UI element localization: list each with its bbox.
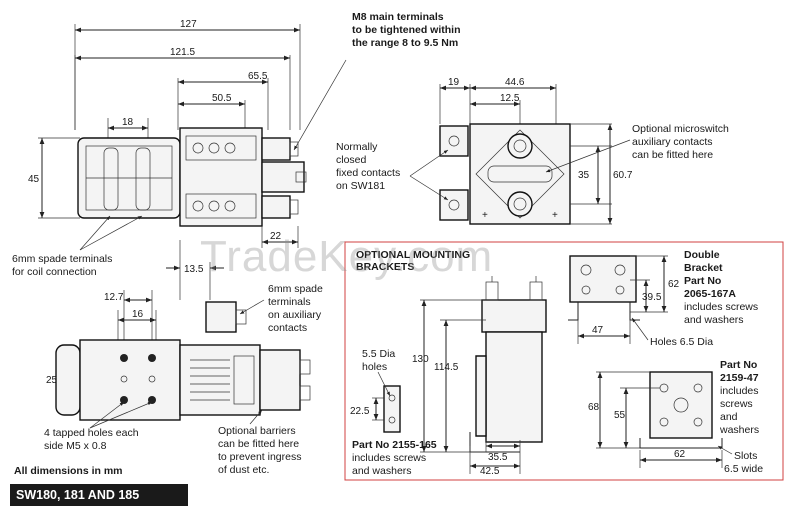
tapped-note-1: 4 tapped holes each	[44, 427, 139, 439]
dim-55: 55	[614, 410, 626, 421]
dim-42-5: 42.5	[480, 466, 500, 477]
barrier-note-3: to prevent ingress	[218, 451, 301, 463]
dim-12-7: 12.7	[104, 292, 124, 303]
plan-contact-body	[179, 344, 261, 416]
bracket-contactor-body	[485, 331, 543, 443]
side-view: 127 121.5 65.5 50.5 18 45 M8	[12, 11, 461, 278]
dim-35: 35	[578, 170, 590, 181]
coil-note-2: for coil connection	[12, 266, 97, 278]
slots-note-1: Slots	[734, 450, 757, 462]
p2155-note-1: Part No 2155-165	[352, 439, 437, 451]
dim-127: 127	[180, 19, 197, 30]
m8-note-1: M8 main terminals	[352, 11, 444, 23]
m8-note-2: to be tightened within	[352, 24, 461, 36]
dim-62b: 62	[674, 449, 686, 460]
dim-121-5: 121.5	[170, 47, 195, 58]
aux-contact-top	[439, 125, 469, 157]
dim-130: 130	[412, 354, 429, 365]
dim-35-5: 35.5	[488, 452, 508, 463]
plan-view: 13.5 12.7 16 25.4 6mm spade terminal	[14, 240, 323, 477]
p2159-note-3: includes	[720, 385, 759, 397]
contact-block	[179, 127, 263, 227]
double-note-4: 2065-167A	[684, 288, 736, 300]
plan-coil-body	[79, 339, 181, 421]
dim-19: 19	[448, 77, 460, 88]
aux-note-2: terminals	[268, 296, 311, 308]
p2155-note-2: includes screws	[352, 452, 426, 464]
brackets-panel: OPTIONAL MOUNTING BRACKETS 130 114.5 35.…	[344, 241, 784, 481]
tapped-note-2: side M5 x 0.8	[44, 440, 107, 452]
dim-47: 47	[592, 325, 604, 336]
dim-114-5: 114.5	[434, 362, 459, 373]
nc-note-3: fixed contacts	[336, 167, 400, 179]
aux-note-4: contacts	[268, 322, 307, 334]
model-title: SW180, 181 AND 185	[10, 484, 188, 506]
holes65-note: Holes 6.5 Dia	[650, 336, 713, 348]
p2159-note-5: and	[720, 411, 738, 423]
barrier-note-1: Optional barriers	[218, 425, 296, 437]
spade-aux	[261, 161, 305, 193]
main-terminal-bottom	[261, 195, 291, 219]
dim-60-7: 60.7	[613, 170, 633, 181]
dim-44-6: 44.6	[505, 77, 525, 88]
aux-contact-bottom	[439, 189, 469, 221]
plan-coil-end	[55, 344, 81, 416]
dim-45: 45	[28, 174, 40, 185]
double-note-5: includes screws	[684, 301, 758, 313]
brackets-border	[344, 241, 784, 481]
barrier-note-2: can be fitted here	[218, 438, 299, 450]
dim-39-5: 39.5	[642, 292, 662, 303]
plan-aux-spade	[205, 301, 237, 333]
p2159-note-6: washers	[719, 424, 759, 436]
double-note-3: Part No	[684, 275, 721, 287]
p2159-note-4: screws	[720, 398, 753, 410]
p2155-note-3: and washers	[352, 465, 412, 477]
dim-62: 62	[668, 279, 680, 290]
coil-note-1: 6mm spade terminals	[12, 253, 112, 265]
slots-note-2: 6.5 wide	[724, 463, 763, 475]
double-note-1: Double	[684, 249, 720, 261]
aux-note-3: on auxiliary	[268, 309, 322, 321]
nc-note-4: on SW181	[336, 180, 385, 192]
dim-22-5: 22.5	[350, 406, 370, 417]
dim-18: 18	[122, 117, 134, 128]
svg-text:+: +	[482, 210, 488, 221]
p2159-note-2: 2159-47	[720, 372, 759, 384]
dim-50-5: 50.5	[212, 93, 232, 104]
p2159-note-1: Part No	[720, 359, 757, 371]
bracket-double-plate	[569, 255, 637, 303]
micro-note-1: Optional microswitch	[632, 123, 729, 135]
bracket-2155	[383, 385, 401, 433]
barrier-note-4: of dust etc.	[218, 464, 269, 476]
dim-16: 16	[132, 309, 144, 320]
bracket-2159-plate	[649, 371, 713, 439]
dim-12-5: 12.5	[500, 93, 520, 104]
dim-22: 22	[270, 231, 282, 242]
plan-terminal-block	[259, 349, 301, 411]
bracket-contactor-top	[481, 299, 547, 333]
double-note-2: Bracket	[684, 262, 723, 274]
svg-text:+: +	[552, 210, 558, 221]
end-view: 19 44.6 12.5 ++ 35 60.7 Normally closed …	[336, 77, 729, 225]
nc-note-2: closed	[336, 154, 367, 166]
dim-68: 68	[588, 402, 600, 413]
main-terminal-top	[261, 137, 291, 161]
dim-65-5: 65.5	[248, 71, 268, 82]
holes55-note-1: 5.5 Dia	[362, 348, 395, 360]
micro-note-2: auxiliary contacts	[632, 136, 713, 148]
double-note-6: and washers	[684, 314, 744, 326]
brackets-heading-1: OPTIONAL MOUNTING	[356, 249, 470, 261]
holes55-note-2: holes	[362, 361, 387, 373]
micro-note-3: can be fitted here	[632, 149, 713, 161]
dim-13-5: 13.5	[184, 264, 204, 275]
brackets-heading-2: BRACKETS	[356, 261, 414, 273]
aux-note-1: 6mm spade	[268, 283, 323, 295]
nc-note-1: Normally	[336, 141, 378, 153]
all-dims-note: All dimensions in mm	[14, 465, 123, 477]
m8-note-3: the range 8 to 9.5 Nm	[352, 37, 458, 49]
